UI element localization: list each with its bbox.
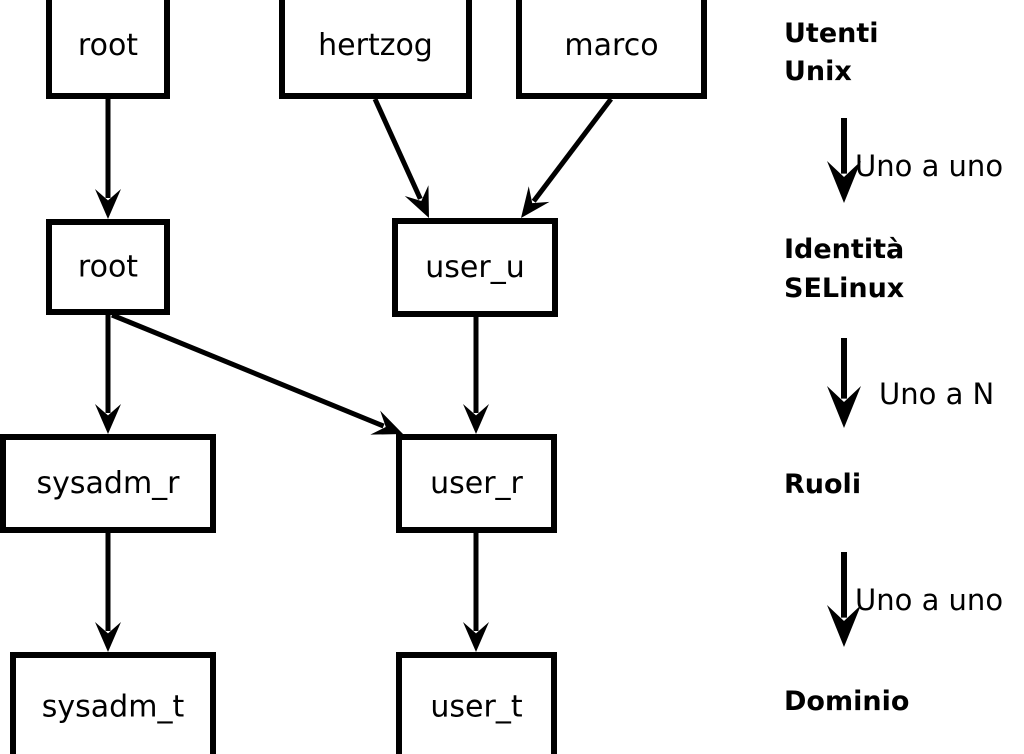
node-label-dom_user: user_t [430,690,522,725]
edge-unix_root-to-sel_root [95,99,121,219]
node-box-unix_marco [516,0,707,99]
node-label-role_sysadm: sysadm_r [37,466,181,501]
node-unix_marco[interactable]: marco [516,0,707,99]
legend-arrow-one-to-one-top [827,118,861,203]
edge-line [111,312,385,429]
node-label-unix_marco: marco [564,28,658,63]
edge-line [372,97,423,200]
node-label-unix_hertzog: hertzog [318,28,433,63]
node-box-dom_user [396,652,557,754]
edge-arrowhead-icon [463,622,489,652]
node-box-unix_root [46,0,170,99]
legend-arrow-1-label: Uno a uno [855,149,1003,183]
edge-arrowhead-icon [95,404,121,434]
edge-arrowhead-icon [95,622,121,652]
edge-sel_root-to-role_user [111,312,403,435]
edge-sel_root-to-role_sysadm [95,315,121,434]
edge-arrowhead-icon [521,186,550,218]
legend-arrow-one-to-n [827,338,861,428]
node-box-dom_sysadm [10,652,216,754]
node-unix_hertzog[interactable]: hertzog [279,0,472,99]
legend-dominio: Dominio [784,686,909,717]
edges-layer [95,97,613,652]
node-sel_user_u[interactable]: user_u [392,218,558,317]
edge-sel_user_u-to-role_user [463,317,489,434]
edge-line [531,97,613,203]
legend-identita-selinux: Identità [784,234,904,265]
edge-arrowhead-icon [463,404,489,434]
legend-identita-line2: SELinux [784,273,904,304]
node-unix_root[interactable]: root [46,0,170,99]
legend-arrowhead-icon [827,386,861,428]
edge-arrowhead-icon [370,410,403,435]
edge-arrowhead-icon [404,185,429,218]
node-box-unix_hertzog [279,0,472,99]
node-label-unix_root: root [78,28,138,63]
legend-arrow-2-label: Uno a N [879,377,994,411]
legend-text-layer: Utenti Unix Uno a uno Identità SELinux U… [784,18,1003,717]
edge-role_user-to-dom_user [463,533,489,652]
edge-arrowhead-icon [95,189,121,219]
legend-utenti-unix: Utenti [784,18,879,49]
legend-ruoli: Ruoli [784,469,861,500]
node-label-sel_root: root [78,250,138,285]
edge-unix_hertzog-to-sel_user_u [372,97,429,218]
node-box-role_sysadm [0,434,216,533]
legend-arrow-3-label: Uno a uno [855,583,1003,617]
node-sel_root[interactable]: root [46,219,170,315]
node-box-sel_root [46,219,170,315]
legend-arrowhead-icon [827,161,861,203]
legend-arrowhead-icon [827,605,861,647]
node-label-sel_user_u: user_u [425,250,524,285]
legend-arrow-one-to-one-bot [827,552,861,647]
edge-role_sysadm-to-dom_sysadm [95,533,121,652]
legend-arrows-layer [827,118,861,647]
node-dom_sysadm[interactable]: sysadm_t [10,652,216,754]
legend-utenti-unix-line2: Unix [784,56,852,87]
node-box-role_user [396,434,557,533]
node-dom_user[interactable]: user_t [396,652,557,754]
node-role_user[interactable]: user_r [396,434,557,533]
node-label-dom_sysadm: sysadm_t [42,690,185,725]
edge-unix_marco-to-sel_user_u [521,97,613,218]
node-label-role_user: user_r [430,466,523,501]
nodes-layer: root hertzog marco root user_u sysadm_r user_r… [0,0,707,754]
node-role_sysadm[interactable]: sysadm_r [0,434,216,533]
node-box-sel_user_u [392,218,558,317]
